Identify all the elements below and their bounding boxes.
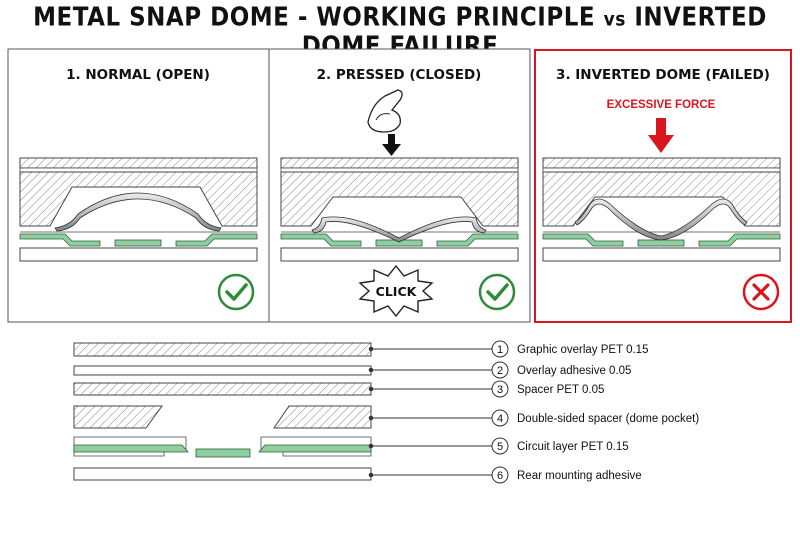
legend-label-4: Double-sided spacer (dome pocket)	[517, 413, 699, 425]
click-burst: CLICK	[358, 264, 434, 318]
cross-icon-panel-3	[742, 273, 780, 311]
press-arrow-icon	[382, 134, 401, 156]
legend-numbers: 1 2 3 4 5 6	[491, 340, 509, 484]
click-label: CLICK	[376, 284, 418, 299]
legend-labels: Graphic overlay PET 0.15 Overlay adhesiv…	[517, 344, 699, 482]
legend-num-3: 3	[497, 384, 503, 396]
legend-label-6: Rear mounting adhesive	[517, 470, 642, 482]
legend-num-1: 1	[497, 344, 503, 356]
stack-pressed	[280, 157, 519, 262]
legend-num-4: 4	[497, 413, 503, 425]
legend-num-2: 2	[497, 365, 503, 377]
panel-2-title: 2. PRESSED (CLOSED)	[317, 67, 482, 83]
finger-icon	[367, 89, 403, 133]
legend-layers	[73, 342, 372, 481]
legend-leaders	[368, 346, 492, 478]
stack-failed	[542, 157, 781, 262]
stack-normal	[19, 157, 258, 262]
force-arrow-icon	[648, 118, 674, 153]
legend-label-5: Circuit layer PET 0.15	[517, 441, 629, 453]
title-main: METAL SNAP DOME - WORKING PRINCIPLE	[33, 2, 596, 32]
legend-label-2: Overlay adhesive 0.05	[517, 365, 631, 377]
title-vs: vs	[603, 8, 626, 31]
check-icon-panel-1	[217, 273, 255, 311]
legend-num-5: 5	[497, 441, 503, 453]
check-icon-panel-2	[478, 273, 516, 311]
legend-label-3: Spacer PET 0.05	[517, 384, 604, 396]
panel-3-title: 3. INVERTED DOME (FAILED)	[556, 67, 770, 83]
excessive-force-label: EXCESSIVE FORCE	[607, 99, 716, 111]
legend-num-6: 6	[497, 470, 503, 482]
panel-1-title: 1. NORMAL (OPEN)	[66, 67, 210, 83]
legend-label-1: Graphic overlay PET 0.15	[517, 344, 648, 356]
